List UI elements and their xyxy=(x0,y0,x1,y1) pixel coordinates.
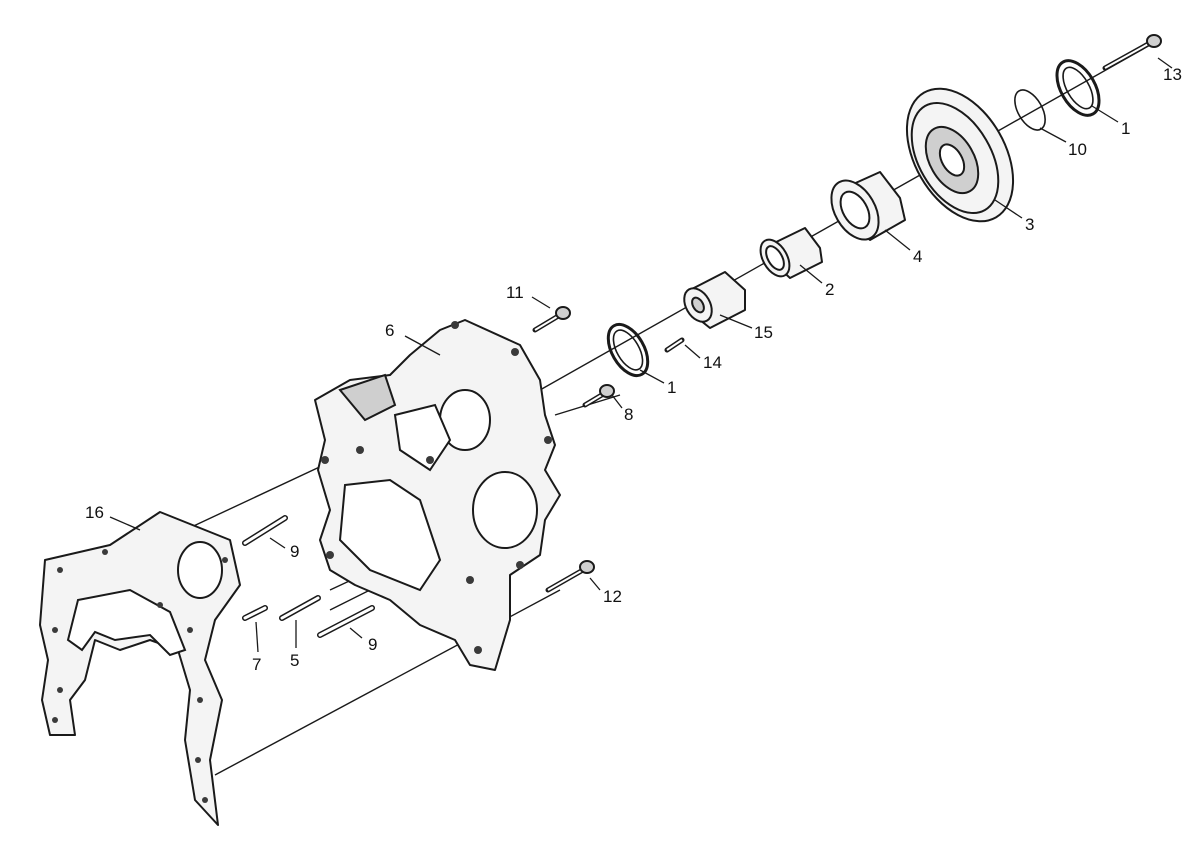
callout-1-upper: 1 xyxy=(1121,119,1130,138)
pin-part-5 xyxy=(279,595,321,621)
hub-part-15 xyxy=(683,271,746,329)
bolt-part-13 xyxy=(1102,34,1162,71)
callout-2: 2 xyxy=(825,280,834,299)
gasket-part-16 xyxy=(39,511,241,826)
callout-5: 5 xyxy=(290,651,299,670)
bolt-part-8 xyxy=(582,384,615,408)
seal-ring-part-1-lower xyxy=(606,322,650,378)
callout-labels: 13 1 10 3 4 2 15 14 1 8 11 6 16 9 12 9 5… xyxy=(85,65,1182,674)
callout-16: 16 xyxy=(85,503,104,522)
stud-part-9-upper xyxy=(242,515,288,546)
callout-8: 8 xyxy=(624,405,633,424)
callout-13: 13 xyxy=(1163,65,1182,84)
callout-3: 3 xyxy=(1025,215,1034,234)
o-ring-part-10 xyxy=(1014,89,1046,131)
pin-part-7 xyxy=(242,605,268,621)
callout-4: 4 xyxy=(913,247,922,266)
bearing-part-4 xyxy=(830,171,906,241)
callout-6: 6 xyxy=(385,321,394,340)
leader-lines xyxy=(109,57,1173,653)
bushing-part-2 xyxy=(759,227,823,279)
seal-ring-part-1-upper xyxy=(1055,59,1101,117)
callout-14: 14 xyxy=(703,353,722,372)
callout-12: 12 xyxy=(603,587,622,606)
pin-part-14 xyxy=(664,337,685,353)
bolt-part-11 xyxy=(532,306,571,333)
callout-7: 7 xyxy=(252,655,261,674)
stud-part-9-lower xyxy=(317,605,375,638)
callout-10: 10 xyxy=(1068,140,1087,159)
pulley-part-3 xyxy=(905,87,1015,223)
housing-part-6 xyxy=(314,319,561,671)
callout-1-lower: 1 xyxy=(667,378,676,397)
callout-15: 15 xyxy=(754,323,773,342)
callout-9-lower: 9 xyxy=(368,635,377,654)
bolt-part-12 xyxy=(545,560,595,593)
callout-9-upper: 9 xyxy=(290,542,299,561)
callout-11: 11 xyxy=(506,283,524,302)
